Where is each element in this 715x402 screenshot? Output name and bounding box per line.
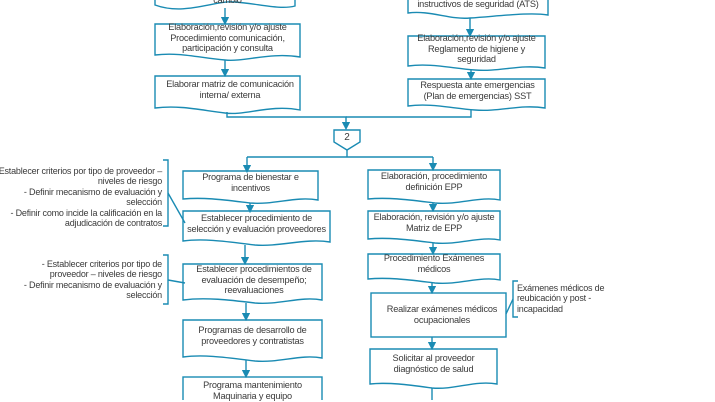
flow-box-text: Realizar exámenes médicos ocupacionales [386, 304, 498, 325]
flow-box-text: Elaboración,revisión y/o ajuste Reglamen… [417, 33, 536, 65]
note-line: - Definir como incide la calificación en… [10, 207, 163, 218]
note-examenes-reubicacion: Exámenes médicos de reubicación y post -… [517, 283, 627, 314]
flow-box-text: Elaborar matriz de comunicación interna/… [166, 79, 294, 100]
flow-box-mantenimiento: Programa mantenimiento Maquinaria y equi… [183, 380, 322, 402]
note-line: reubicación y post - [517, 293, 592, 304]
flow-box-text: Elaboración,revisión y/o ajuste Procedim… [168, 22, 287, 54]
note-criterios-proveedor: Establecer criterios por tipo de proveed… [0, 166, 162, 228]
flow-box-text: Programas de desarrollo de proveedores y… [198, 325, 307, 346]
flow-box-text: Elaboración, procedimiento definición EP… [380, 171, 488, 192]
partial-box-text: cambio [213, 0, 242, 5]
note-line: incapacidad [517, 303, 563, 314]
doc-shape-tr2 [407, 78, 546, 112]
flow-box-procedimiento-examenes: Procedimiento Exámenes médicos [368, 253, 500, 282]
doc-shape-r1 [367, 169, 501, 204]
flow-box-text: Respuesta ante emergencias (Plan de emer… [420, 80, 535, 101]
flow-box-text: Programa mantenimiento Maquinaria y equi… [203, 380, 302, 401]
flow-box-matriz-epp: Elaboración, revisión y/o ajuste Matriz … [368, 211, 500, 243]
doc-shape-l5 [182, 376, 323, 400]
doc-shape-top-left-partial [154, 0, 296, 10]
flow-box-desarrollo-proveedores: Programas de desarrollo de proveedores y… [183, 320, 322, 360]
doc-shape-tr1 [407, 35, 546, 72]
flow-box-definicion-epp: Elaboración, procedimiento definición EP… [368, 170, 500, 202]
off-page-connector: 2 [344, 132, 350, 143]
flow-box-text: Solicitar al proveedor diagnóstico de sa… [392, 353, 475, 374]
doc-shape-r3 [367, 253, 501, 284]
flow-box-comunicacion-procedimiento: Elaboración,revisión y/o ajuste Procedim… [155, 22, 300, 60]
note-line: Exámenes médicos de [517, 283, 605, 293]
partial-box-top-left: cambio [155, 0, 300, 6]
flow-box-text: Elaboración, revisión y/o ajuste Matriz … [373, 212, 495, 233]
note-line: niveles de riesgo [97, 176, 162, 187]
note-line: adjudicación de contratos [64, 218, 162, 229]
note-criterios-evaluacion: - Establecer criterios por tipo de prove… [2, 259, 162, 301]
partial-box-top-right: instructivos de seguridad (ATS) [408, 0, 548, 10]
flow-box-bienestar: Programa de bienestar e incentivos [183, 171, 318, 203]
flow-box-text: Establecer procedimientos de evaluación … [196, 264, 312, 296]
note-line: - Definir mecanismo de evaluación y sele… [23, 186, 162, 208]
flow-box-examenes-ocupacionales: Realizar exámenes médicos ocupacionales [380, 293, 504, 337]
doc-shape-r4 [370, 292, 507, 338]
doc-shape-l2 [182, 210, 331, 246]
note-line: Establecer criterios por tipo de proveed… [0, 166, 162, 176]
doc-shape-r2 [367, 210, 501, 244]
flow-box-text: Establecer procedimiento de selección y … [187, 213, 326, 234]
flow-box-respuesta-emergencias: Respuesta ante emergencias (Plan de emer… [410, 79, 545, 111]
partial-box-text: instructivos de seguridad (ATS) [417, 0, 539, 9]
note-line: selección [126, 290, 162, 301]
note-line: - Definir mecanismo de evaluación y [23, 279, 162, 290]
note-line: proveedor – niveles de riesgo [49, 269, 162, 280]
flow-box-seleccion-proveedores: Establecer procedimiento de selección y … [183, 211, 330, 245]
connector-shape [333, 129, 361, 151]
flow-box-text: Programa de bienestar e incentivos [202, 172, 299, 193]
flow-box-reglamento-higiene: Elaboración,revisión y/o ajuste Reglamen… [408, 33, 545, 70]
doc-shape-l3 [182, 263, 323, 304]
flow-box-text: Procedimiento Exámenes médicos [383, 253, 485, 274]
note-line: - Establecer criterios por tipo de [41, 259, 162, 269]
doc-shape-tl2 [154, 75, 301, 115]
flow-box-diagnostico-salud: Solicitar al proveedor diagnóstico de sa… [370, 349, 497, 387]
doc-shape-l4 [182, 319, 323, 362]
flow-box-evaluacion-desempeno: Establecer procedimientos de evaluación … [188, 264, 320, 304]
flow-box-matriz-comunicacion: Elaborar matriz de comunicación interna/… [160, 76, 300, 112]
